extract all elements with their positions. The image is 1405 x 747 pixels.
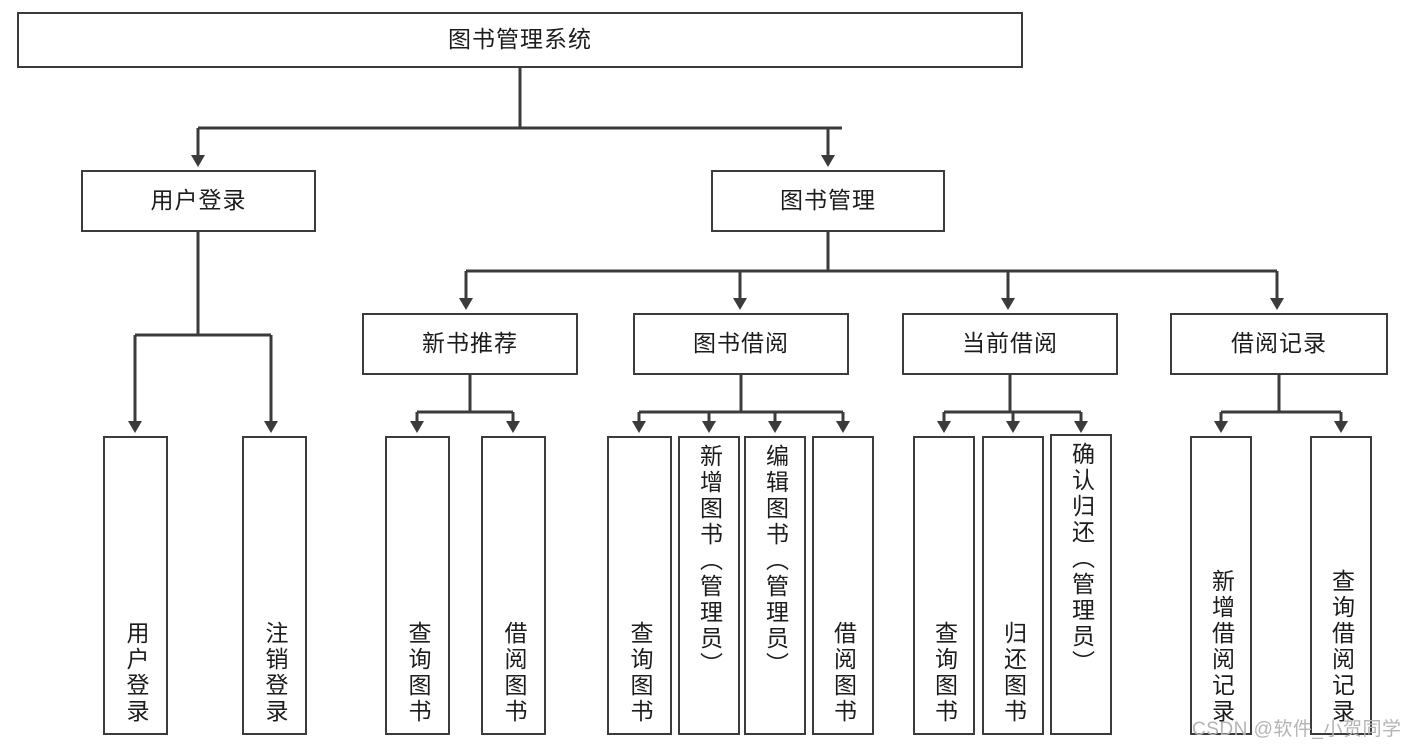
leaf-label: 编辑图书（管理员） xyxy=(762,444,789,678)
leaf-add-borrow-record[interactable]: 新增借阅记录 xyxy=(1190,436,1252,735)
leaf-add-book-admin[interactable]: 新增图书（管理员） xyxy=(678,436,740,735)
leaf-logout-login[interactable]: 注销登录 xyxy=(242,436,307,735)
leaf-label: 查询图书 xyxy=(627,621,653,725)
leaf-return-book[interactable]: 归还图书 xyxy=(982,436,1044,735)
leaf-query-borrow-record[interactable]: 查询借阅记录 xyxy=(1310,436,1372,735)
leaf-query-book-recommend[interactable]: 查询图书 xyxy=(385,436,450,735)
node-book-manage[interactable]: 图书管理 xyxy=(711,170,945,232)
leaf-label: 确认归还（管理员） xyxy=(1068,442,1095,676)
leaf-edit-book-admin[interactable]: 编辑图书（管理员） xyxy=(744,436,806,735)
node-user-login[interactable]: 用户登录 xyxy=(81,170,316,232)
leaf-label: 注销登录 xyxy=(262,621,288,725)
leaf-label: 用户登录 xyxy=(123,621,149,725)
leaf-borrow-book[interactable]: 借阅图书 xyxy=(812,436,874,735)
leaf-label: 查询借阅记录 xyxy=(1328,569,1355,725)
node-borrow-record[interactable]: 借阅记录 xyxy=(1170,313,1388,375)
leaf-label: 归还图书 xyxy=(1000,621,1027,725)
node-book-borrow[interactable]: 图书借阅 xyxy=(633,313,849,375)
csdn-watermark: CSDN @软件_小贺同学 xyxy=(1192,719,1402,740)
leaf-query-book-current[interactable]: 查询图书 xyxy=(913,436,975,735)
node-current-borrow[interactable]: 当前借阅 xyxy=(902,313,1118,375)
leaf-label: 查询图书 xyxy=(931,621,958,725)
leaf-query-book[interactable]: 查询图书 xyxy=(607,436,672,735)
node-root[interactable]: 图书管理系统 xyxy=(17,12,1023,68)
leaf-label: 借阅图书 xyxy=(501,621,527,725)
leaf-label: 借阅图书 xyxy=(830,621,857,725)
leaf-label: 新增图书（管理员） xyxy=(696,444,723,678)
leaf-label: 查询图书 xyxy=(405,621,431,725)
leaf-confirm-return-admin[interactable]: 确认归还（管理员） xyxy=(1050,434,1112,735)
leaf-label: 新增借阅记录 xyxy=(1208,569,1235,725)
leaf-borrow-book-recommend[interactable]: 借阅图书 xyxy=(481,436,546,735)
leaf-user-login[interactable]: 用户登录 xyxy=(103,436,168,735)
node-new-book-recommend[interactable]: 新书推荐 xyxy=(362,313,578,375)
